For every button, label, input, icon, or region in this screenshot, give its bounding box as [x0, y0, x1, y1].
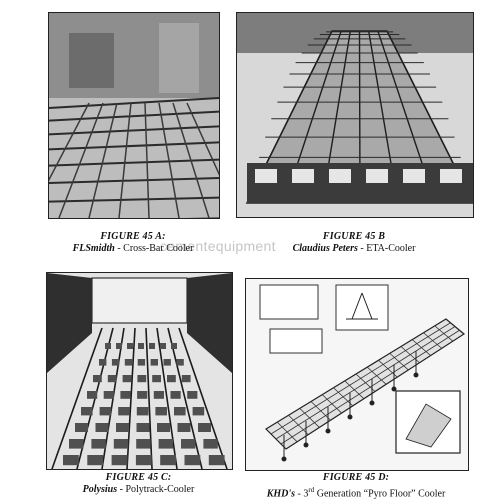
figure-b-caption: FIGURE 45 B Claudius Peters - ETA-Cooler [236, 231, 472, 255]
figure-d-brand: KHD's [266, 488, 296, 500]
figure-d-desc-sup: rd [308, 486, 315, 494]
figure-a-desc: - Cross-Bar Cooler [114, 243, 194, 254]
figure-b-brand: Claudius Peters [292, 243, 358, 254]
figure-c-photo [46, 272, 233, 470]
figure-d-desc-pre: - 3 [295, 488, 309, 500]
figure-c-desc: - Polytrack-Cooler [117, 484, 195, 495]
figure-d-caption: FIGURE 45 D: KHD's - 3rd Generation “Pyr… [240, 472, 472, 500]
figure-c-caption: FIGURE 45 C: Polysius - Polytrack-Cooler [46, 472, 231, 496]
figure-a-brand: FLSmidth [72, 243, 115, 254]
figure-d-desc-post: Generation “Pyro Floor” Cooler [314, 488, 446, 500]
figure-b-photo [236, 12, 474, 218]
watermark-text: cementequipment [160, 238, 276, 254]
figure-b-desc: - ETA-Cooler [357, 243, 416, 254]
figure-c-brand: Polysius [82, 484, 118, 495]
figure-d-drawing [245, 278, 469, 471]
figure-d-title: FIGURE 45 D: [322, 472, 390, 483]
figure-a-title: FIGURE 45 A: [100, 231, 166, 242]
figure-a-caption: FIGURE 45 A: FLSmidth - Cross-Bar Cooler [48, 231, 218, 255]
figure-a-photo [48, 12, 220, 219]
figure-b-title: FIGURE 45 B [322, 231, 386, 242]
figure-c-title: FIGURE 45 C: [105, 472, 172, 483]
